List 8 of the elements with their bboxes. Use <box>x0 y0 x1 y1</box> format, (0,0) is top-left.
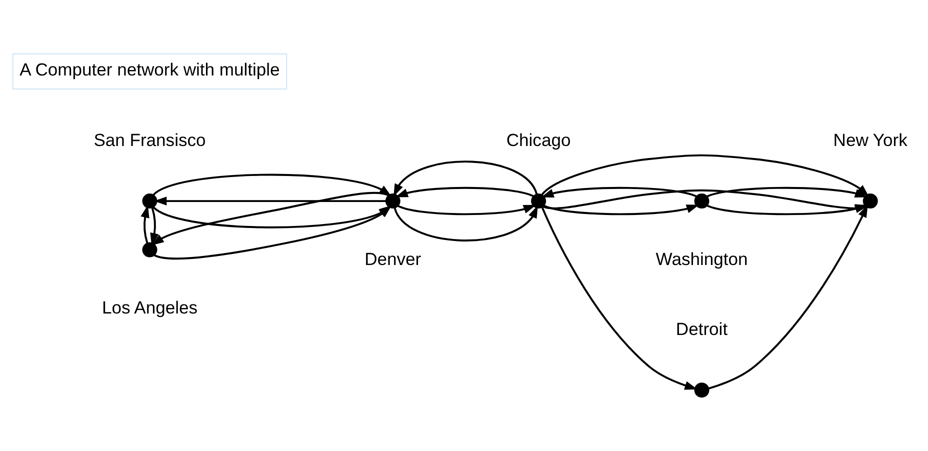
label: A Computer network with multiple <box>20 60 280 80</box>
node-label: Washington <box>656 248 748 269</box>
node-label: New York <box>833 130 908 150</box>
node-label: Chicago <box>506 130 571 150</box>
node-label: San Fransisco <box>94 130 206 150</box>
node-label: Denver <box>364 248 422 269</box>
node-label: Detroit <box>676 318 728 339</box>
node-label: Los Angeles <box>102 297 198 318</box>
